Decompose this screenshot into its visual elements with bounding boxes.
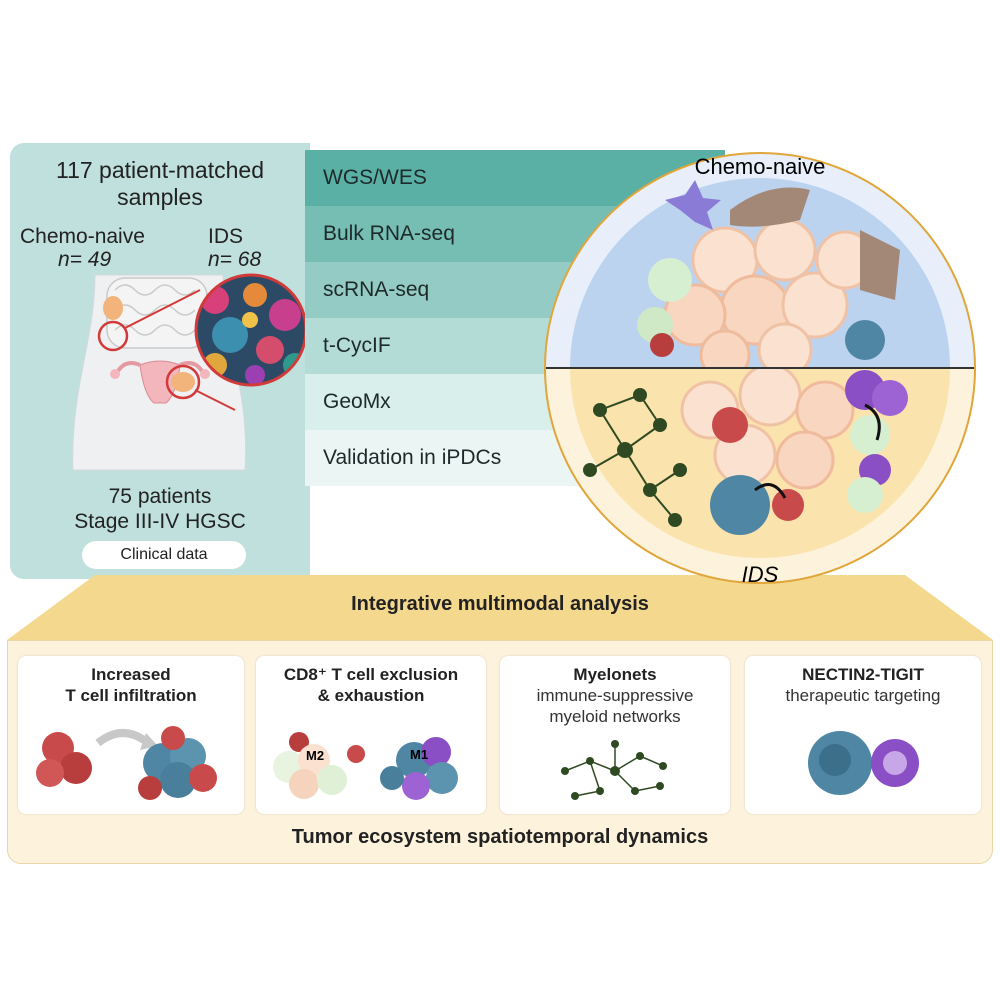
tumor-cells-bottom (680, 368, 855, 490)
intestine-icon (106, 277, 208, 349)
t-cell-infiltration-icon (36, 726, 217, 800)
ids-label: IDS (208, 225, 244, 248)
patient-count: 75 patients (108, 485, 212, 508)
cohort-title: 117 patient-matched samples (56, 157, 264, 210)
omentum-tumor-icon (103, 296, 123, 320)
interaction-arrow-icon (754, 483, 787, 499)
integrative-analysis-label: Integrative multimodal analysis (351, 593, 649, 615)
myeloid-network-icon (561, 740, 667, 800)
tumor-blue-ids-icon (710, 475, 770, 535)
assay-label: scRNA-seq (323, 278, 430, 301)
dendritic-cell-icon (665, 180, 721, 230)
nectin2-tigit-icon (808, 731, 919, 795)
card-title-line: Increased (91, 665, 171, 684)
assay-label: t-CycIF (323, 334, 391, 357)
card-subtitle-line: therapeutic targeting (785, 686, 941, 705)
finding-card-exclusion: CD8⁺ T cell exclusion & exhaustion M2 M1 (256, 656, 486, 814)
m2-label: M2 (306, 748, 324, 763)
finding-card-nectin2-tigit: NECTIN2-TIGIT therapeutic targeting (745, 656, 981, 814)
card-title-line: T cell infiltration (65, 686, 197, 705)
chemo-naive-circle-label: Chemo-naive (695, 154, 826, 179)
finding-card-infiltration: Increased T cell infiltration (18, 656, 244, 814)
finding-card-myelonets: Myelonets immune-suppressive myeloid net… (500, 656, 730, 814)
ids-circle-label: IDS (742, 562, 779, 587)
patients-label: 75 patients Stage III-IV HGSC (10, 484, 310, 534)
stage-label: Stage III-IV HGSC (74, 510, 246, 533)
selection-circle-lower (165, 364, 201, 400)
anatomy-illustration (72, 273, 308, 471)
chemo-naive-label: Chemo-naive (20, 225, 145, 248)
funnel-shape (7, 575, 993, 640)
card-subtitle-line: myeloid networks (549, 707, 681, 726)
fibroblast-icon (730, 187, 810, 227)
assay-label: Bulk RNA-seq (323, 222, 455, 245)
card-title-line: CD8⁺ T cell exclusion (283, 665, 459, 684)
clinical-data-button: Clinical data (82, 541, 246, 569)
card-title-line: & exhaustion (317, 686, 425, 705)
card-title-line: Myelonets (573, 665, 657, 684)
t-cell-ids-icon (712, 407, 748, 443)
assay-label: GeoMx (323, 390, 391, 413)
assay-label: WGS/WES (323, 166, 427, 189)
ids-count: n= 68 (208, 248, 262, 271)
chemo-naive-half (545, 153, 975, 368)
card-subtitle-line: immune-suppressive (536, 686, 694, 705)
t-cell-exclusion-icon: M2 M1 (273, 732, 458, 800)
card-title-line: NECTIN2-TIGIT (802, 665, 924, 684)
tumor-ecosystem-circle: Chemo-naive IDS (544, 152, 976, 587)
m1-label: M1 (410, 747, 428, 762)
tumor-cells-top (663, 218, 875, 368)
dynamics-label: Tumor ecosystem spatiotemporal dynamics (291, 826, 709, 848)
selection-circle-upper (97, 320, 129, 352)
t-cell-icon (650, 333, 674, 357)
ids-half (545, 368, 975, 583)
chemo-naive-count: n= 49 (58, 248, 112, 271)
ovary-tumor-icon (171, 372, 195, 392)
integration-funnel (7, 575, 993, 640)
assay-label: Validation in iPDCs (323, 446, 502, 469)
myeloid-cell-icon (648, 258, 692, 302)
tumor-blue-cell-icon (845, 320, 885, 360)
